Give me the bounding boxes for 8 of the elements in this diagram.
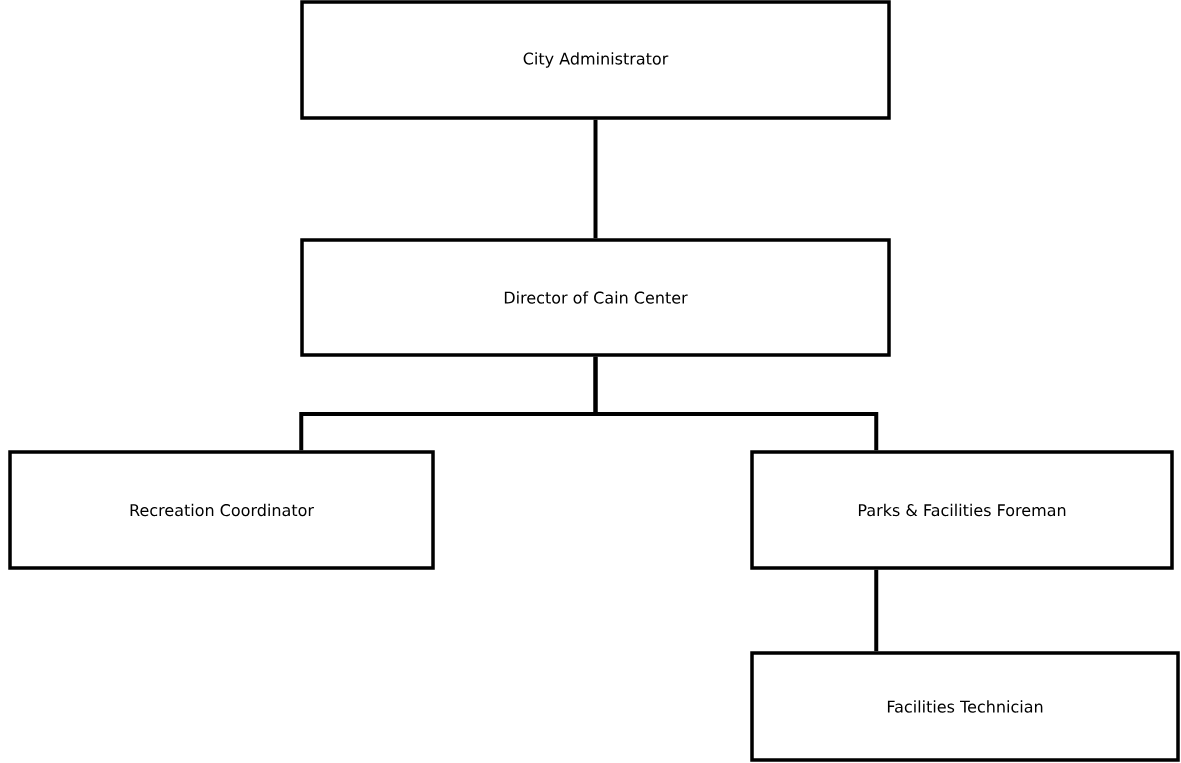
org-box: Recreation Coordinator — [8, 450, 435, 570]
connector-line — [874, 569, 879, 652]
connector-line — [593, 356, 879, 451]
connector-line — [593, 119, 598, 239]
org-box: Parks & Facilities Foreman — [750, 450, 1174, 570]
org-box: Facilities Technician — [750, 651, 1180, 762]
org-box: Director of Cain Center — [300, 238, 891, 357]
org-box: City Administrator — [300, 0, 891, 120]
